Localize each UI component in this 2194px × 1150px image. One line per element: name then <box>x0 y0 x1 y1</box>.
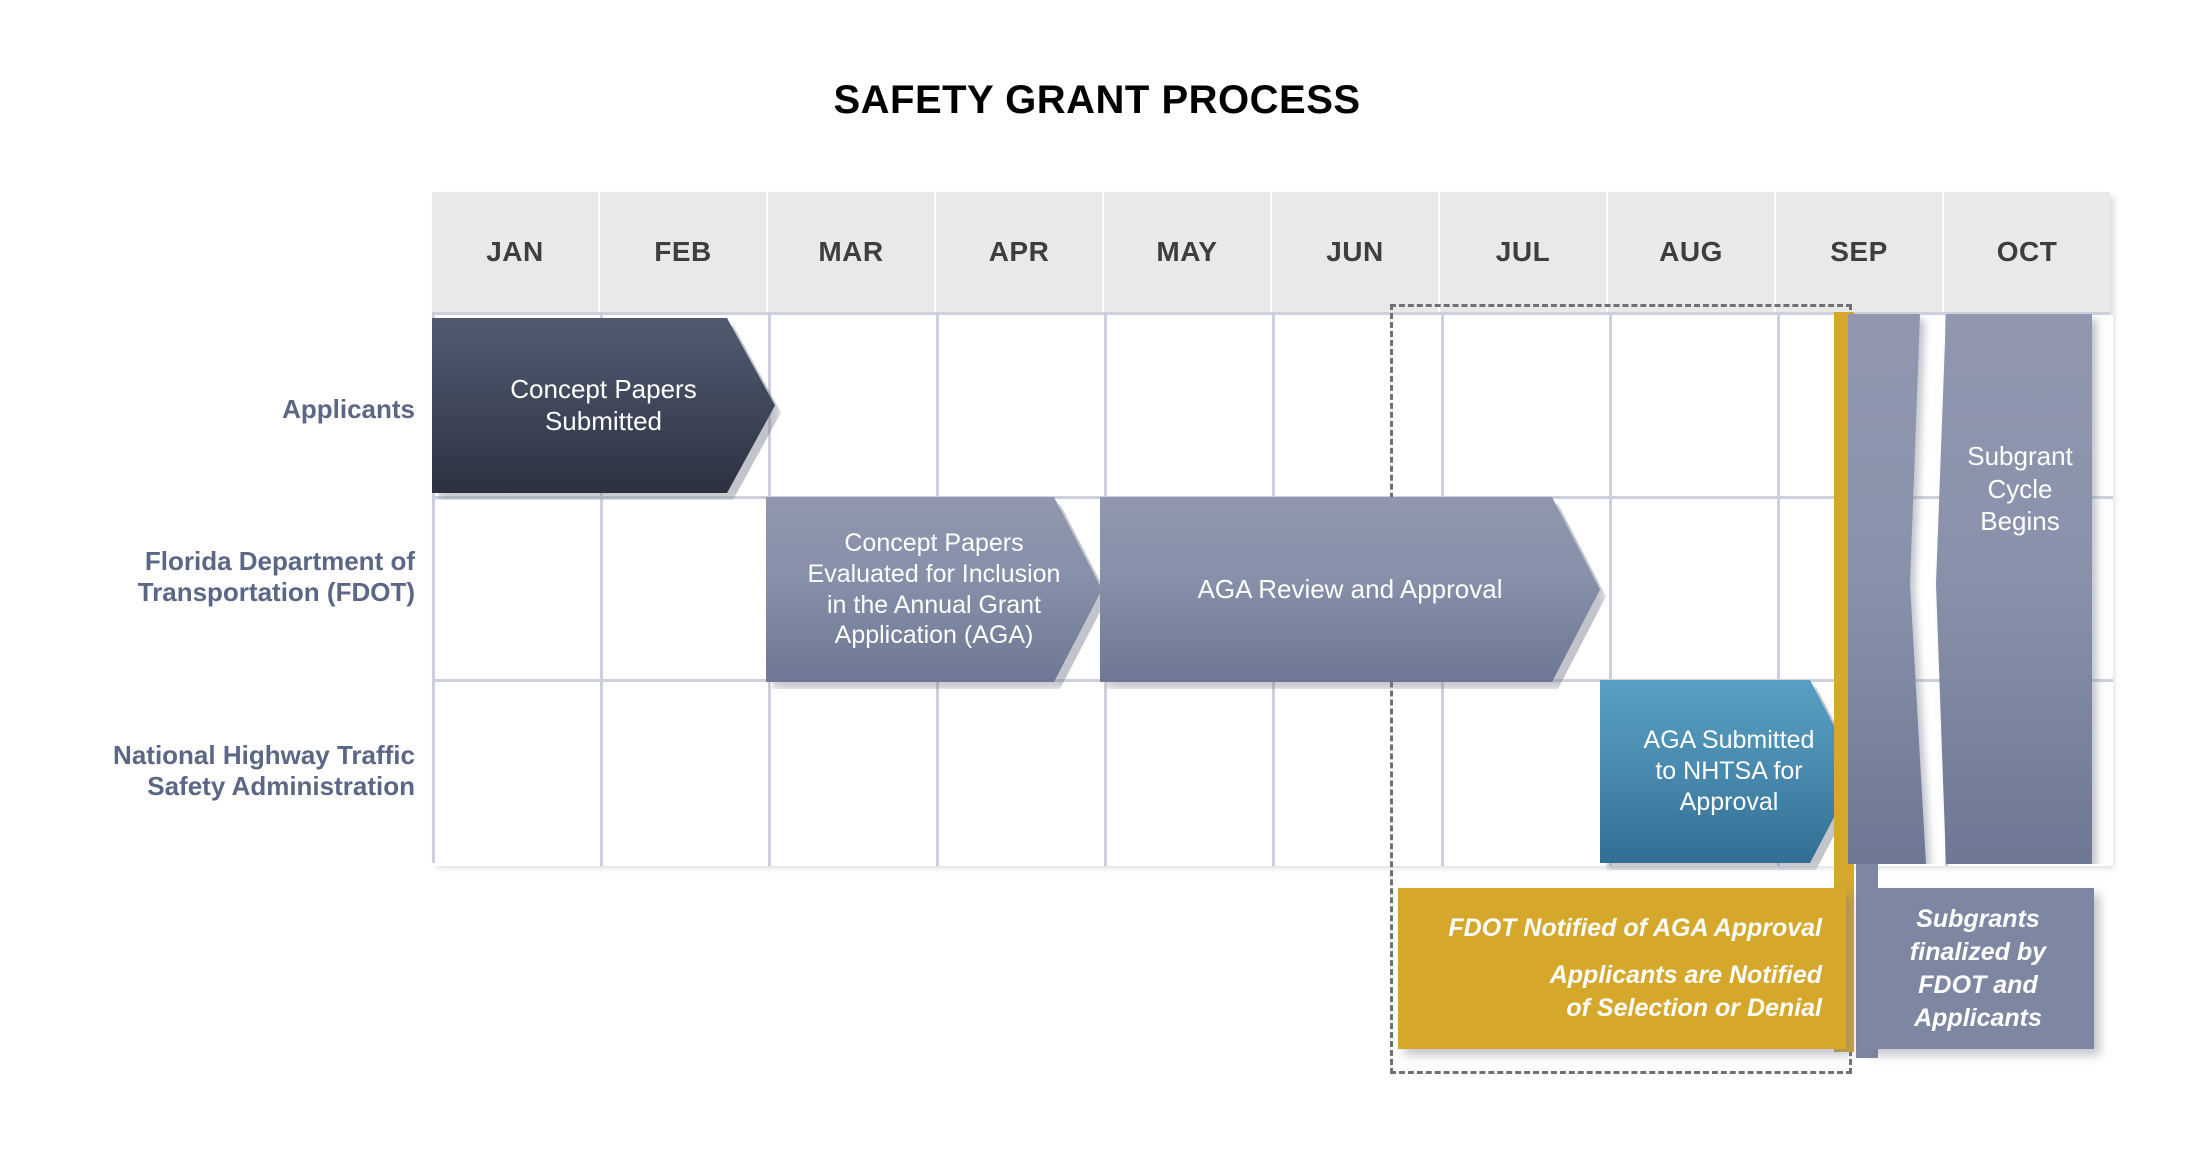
arrow-concept-papers-evaluated-line4: Application (AGA) <box>834 621 1034 650</box>
subgrant-cycle-label: Subgrant Cycle Begins <box>1930 440 2110 538</box>
row-label-nhtsa-line2: Safety Administration <box>147 770 415 801</box>
arrow-aga-review-and-approval[interactable]: AGA Review and Approval <box>1100 497 1600 682</box>
callout-subgrants-finalized-line3: FDOT and <box>1918 970 2038 999</box>
month-header-jan: JAN <box>432 192 600 312</box>
grid-cell <box>1107 682 1276 866</box>
callout-fdot-notified-of-aga-approval[interactable]: FDOT Notified of AGA Approval Applicants… <box>1398 888 1846 1049</box>
arrow-aga-submitted-to-nhtsa-line3: Approval <box>1679 787 1779 816</box>
arrow-concept-papers-evaluated-line3: in the Annual Grant <box>826 590 1042 619</box>
grid-cell <box>1611 498 1780 683</box>
month-header-jul: JUL <box>1440 192 1608 312</box>
grid-cell <box>939 682 1108 866</box>
callout-subgrants-finalized[interactable]: Subgrants finalized by FDOT and Applican… <box>1862 888 2094 1049</box>
row-label-fdot: Florida Department of Transportation (FD… <box>15 546 415 607</box>
month-header-oct: OCT <box>1944 192 2110 312</box>
month-header-may: MAY <box>1104 192 1272 312</box>
arrow-concept-papers-submitted[interactable]: Concept Papers Submitted <box>432 318 775 493</box>
grid-cell <box>771 315 940 499</box>
month-header-aug: AUG <box>1608 192 1776 312</box>
subgrant-cycle-line2: Cycle <box>1987 473 2053 504</box>
arrow-aga-submitted-to-nhtsa-line2: to NHTSA for <box>1655 757 1803 786</box>
grid-cell <box>1611 315 1780 499</box>
grid-cell <box>1443 315 1612 499</box>
page-title: SAFETY GRANT PROCESS <box>833 78 1361 122</box>
row-label-applicants: Applicants <box>15 394 415 425</box>
grid-cell <box>603 498 772 683</box>
row-label-nhtsa: National Highway Traffic Safety Administ… <box>15 740 415 801</box>
callout-fdot-notified-line2: Applicants are Notified <box>1549 961 1822 989</box>
callout-fdot-notified-line3: of Selection or Denial <box>1566 994 1822 1022</box>
grid-cell <box>771 682 940 866</box>
callout-subgrants-finalized-line1: Subgrants <box>1916 904 2040 933</box>
month-header-mar: MAR <box>768 192 936 312</box>
grid-cell <box>1275 315 1444 499</box>
subgrant-cycle-line3: Begins <box>1980 506 2060 536</box>
callout-subgrants-finalized-line2: finalized by <box>1909 937 2047 966</box>
callout-subgrants-finalized-line4: Applicants <box>1914 1003 2042 1032</box>
callout-fdot-notified-line1: FDOT Notified of AGA Approval <box>1448 914 1822 942</box>
subgrant-cycle-break-graphic <box>1848 314 2110 864</box>
row-label-fdot-line2: Transportation (FDOT) <box>137 576 415 607</box>
month-header-jun: JUN <box>1272 192 1440 312</box>
month-header-feb: FEB <box>600 192 768 312</box>
arrow-concept-papers-submitted-line2: Submitted <box>544 405 663 436</box>
arrow-aga-submitted-to-nhtsa-line1: AGA Submitted <box>1643 726 1815 755</box>
row-label-fdot-line1: Florida Department of <box>144 546 415 576</box>
grid-cell <box>435 682 604 866</box>
month-header-row: JAN FEB MAR APR MAY JUN JUL AUG SEP OCT <box>432 192 2110 312</box>
arrow-concept-papers-submitted-line1: Concept Papers <box>510 373 697 404</box>
arrow-concept-papers-evaluated-line1: Concept Papers <box>844 529 1024 557</box>
grid-cell <box>435 498 604 683</box>
subgrant-cycle-line1: Subgrant <box>1967 441 2073 471</box>
grid-cell <box>939 315 1108 499</box>
grid-cell <box>603 682 772 866</box>
row-label-nhtsa-line1: National Highway Traffic <box>113 740 415 770</box>
arrow-aga-review-and-approval-line1: AGA Review and Approval <box>1197 573 1503 604</box>
grid-cell <box>1275 682 1444 866</box>
month-header-sep: SEP <box>1776 192 1944 312</box>
arrow-concept-papers-evaluated[interactable]: Concept Papers Evaluated for Inclusion i… <box>766 497 1102 682</box>
arrow-concept-papers-evaluated-line2: Evaluated for Inclusion <box>807 559 1061 588</box>
row-label-applicants-text: Applicants <box>282 394 415 424</box>
grid-cell <box>1107 315 1276 499</box>
arrow-aga-submitted-to-nhtsa[interactable]: AGA Submitted to NHTSA for Approval <box>1600 680 1858 863</box>
month-header-apr: APR <box>936 192 1104 312</box>
